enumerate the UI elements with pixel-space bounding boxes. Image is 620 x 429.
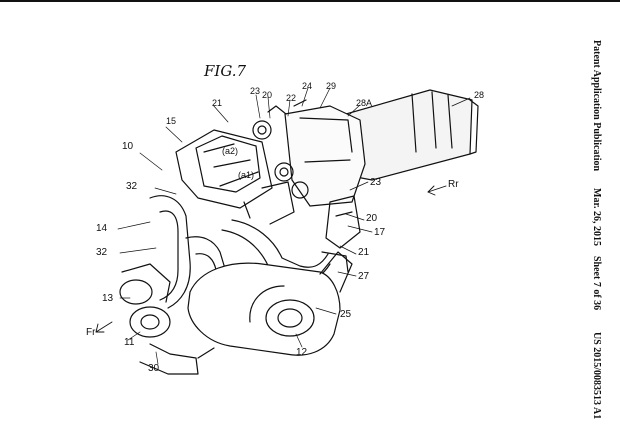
ref-label-a1: (a1) (238, 170, 255, 180)
ref-label-17: 17 (374, 227, 386, 238)
ref-label-14: 14 (96, 223, 108, 234)
right-side-parts (321, 195, 361, 273)
ref-label-a2: (a2) (222, 146, 239, 156)
ref-label-11: 11 (124, 337, 135, 348)
ref-label-10: 10 (122, 141, 134, 152)
ref-label-23-right: 23 (370, 177, 382, 188)
ref-label-30: 30 (148, 363, 160, 374)
page-header-vertical: Patent Application Publication Mar. 26, … (588, 40, 614, 419)
ref-label-28a: 28A (356, 98, 373, 108)
ref-label-12: 12 (296, 347, 308, 358)
figure-title: FIG.7 (204, 62, 247, 80)
ref-label-23-top: 23 (250, 86, 261, 96)
ref-label-21-top: 21 (212, 98, 223, 108)
leader-lines (117, 87, 471, 365)
publication-type: Patent Application Publication (591, 40, 602, 172)
top-border-line (0, 0, 620, 2)
air-box (284, 105, 366, 207)
publication-date: Mar. 26, 2015 (591, 188, 602, 246)
ref-label-13: 13 (102, 293, 114, 304)
ref-label-25: 25 (340, 309, 352, 320)
publication-number: US 2015/0083513 A1 (591, 332, 602, 420)
direction-label-front: Fr (86, 327, 96, 338)
sheet-number: Sheet 7 of 36 (591, 256, 602, 311)
ref-label-29: 29 (326, 81, 337, 91)
ref-label-32-bottom: 32 (96, 247, 108, 258)
ref-label-24: 24 (302, 81, 313, 91)
throttle-assembly (252, 99, 309, 199)
cylinder-head (175, 129, 295, 225)
ref-label-20-top: 20 (262, 90, 273, 100)
ref-label-21-right: 21 (358, 247, 370, 258)
ref-label-15: 15 (166, 116, 177, 126)
direction-label-rear: Rr (448, 179, 459, 190)
ref-label-22: 22 (286, 93, 297, 103)
ref-label-32-top: 32 (126, 181, 138, 192)
ref-label-27: 27 (358, 271, 370, 282)
ref-label-28: 28 (474, 90, 485, 100)
front-pulley (119, 263, 215, 375)
direction-arrows (95, 185, 447, 333)
ref-label-20-right: 20 (366, 213, 378, 224)
crankcase (187, 251, 353, 356)
